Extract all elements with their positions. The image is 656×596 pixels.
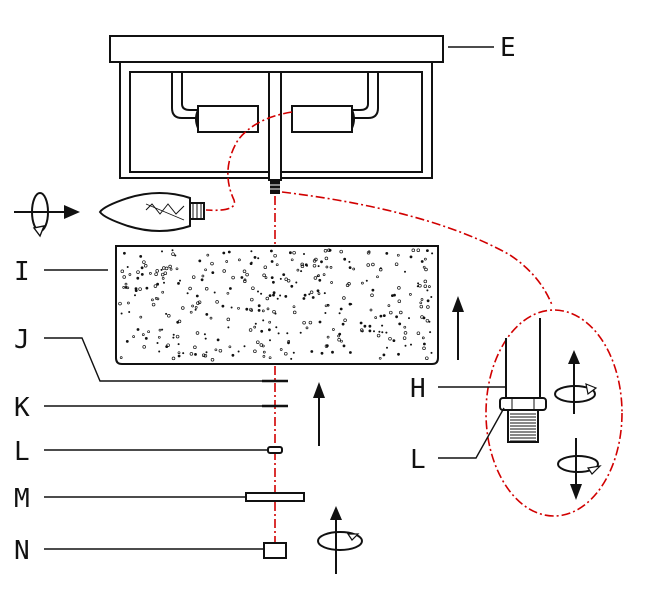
detail-view — [485, 309, 623, 517]
lamp-sockets — [171, 72, 379, 133]
label-n: N — [14, 536, 30, 566]
label-l: L — [14, 437, 30, 467]
shade-texture — [118, 248, 434, 362]
thread-lines — [510, 413, 536, 442]
label-m: M — [14, 484, 30, 514]
label-h: H — [410, 374, 426, 404]
bulb-icon — [98, 192, 205, 232]
glass-shade — [115, 245, 439, 365]
label-l-detail: L — [410, 445, 426, 475]
label-i: I — [14, 257, 30, 287]
rotate-icon — [317, 506, 363, 574]
arrow-up-icon — [313, 296, 464, 446]
label-e: E — [500, 33, 516, 63]
label-j: J — [14, 325, 30, 355]
label-k: K — [14, 393, 30, 423]
central-rod — [268, 71, 282, 194]
leader-lines — [44, 46, 506, 550]
ceiling-canopy — [109, 35, 444, 179]
rotate-icon — [14, 192, 80, 238]
